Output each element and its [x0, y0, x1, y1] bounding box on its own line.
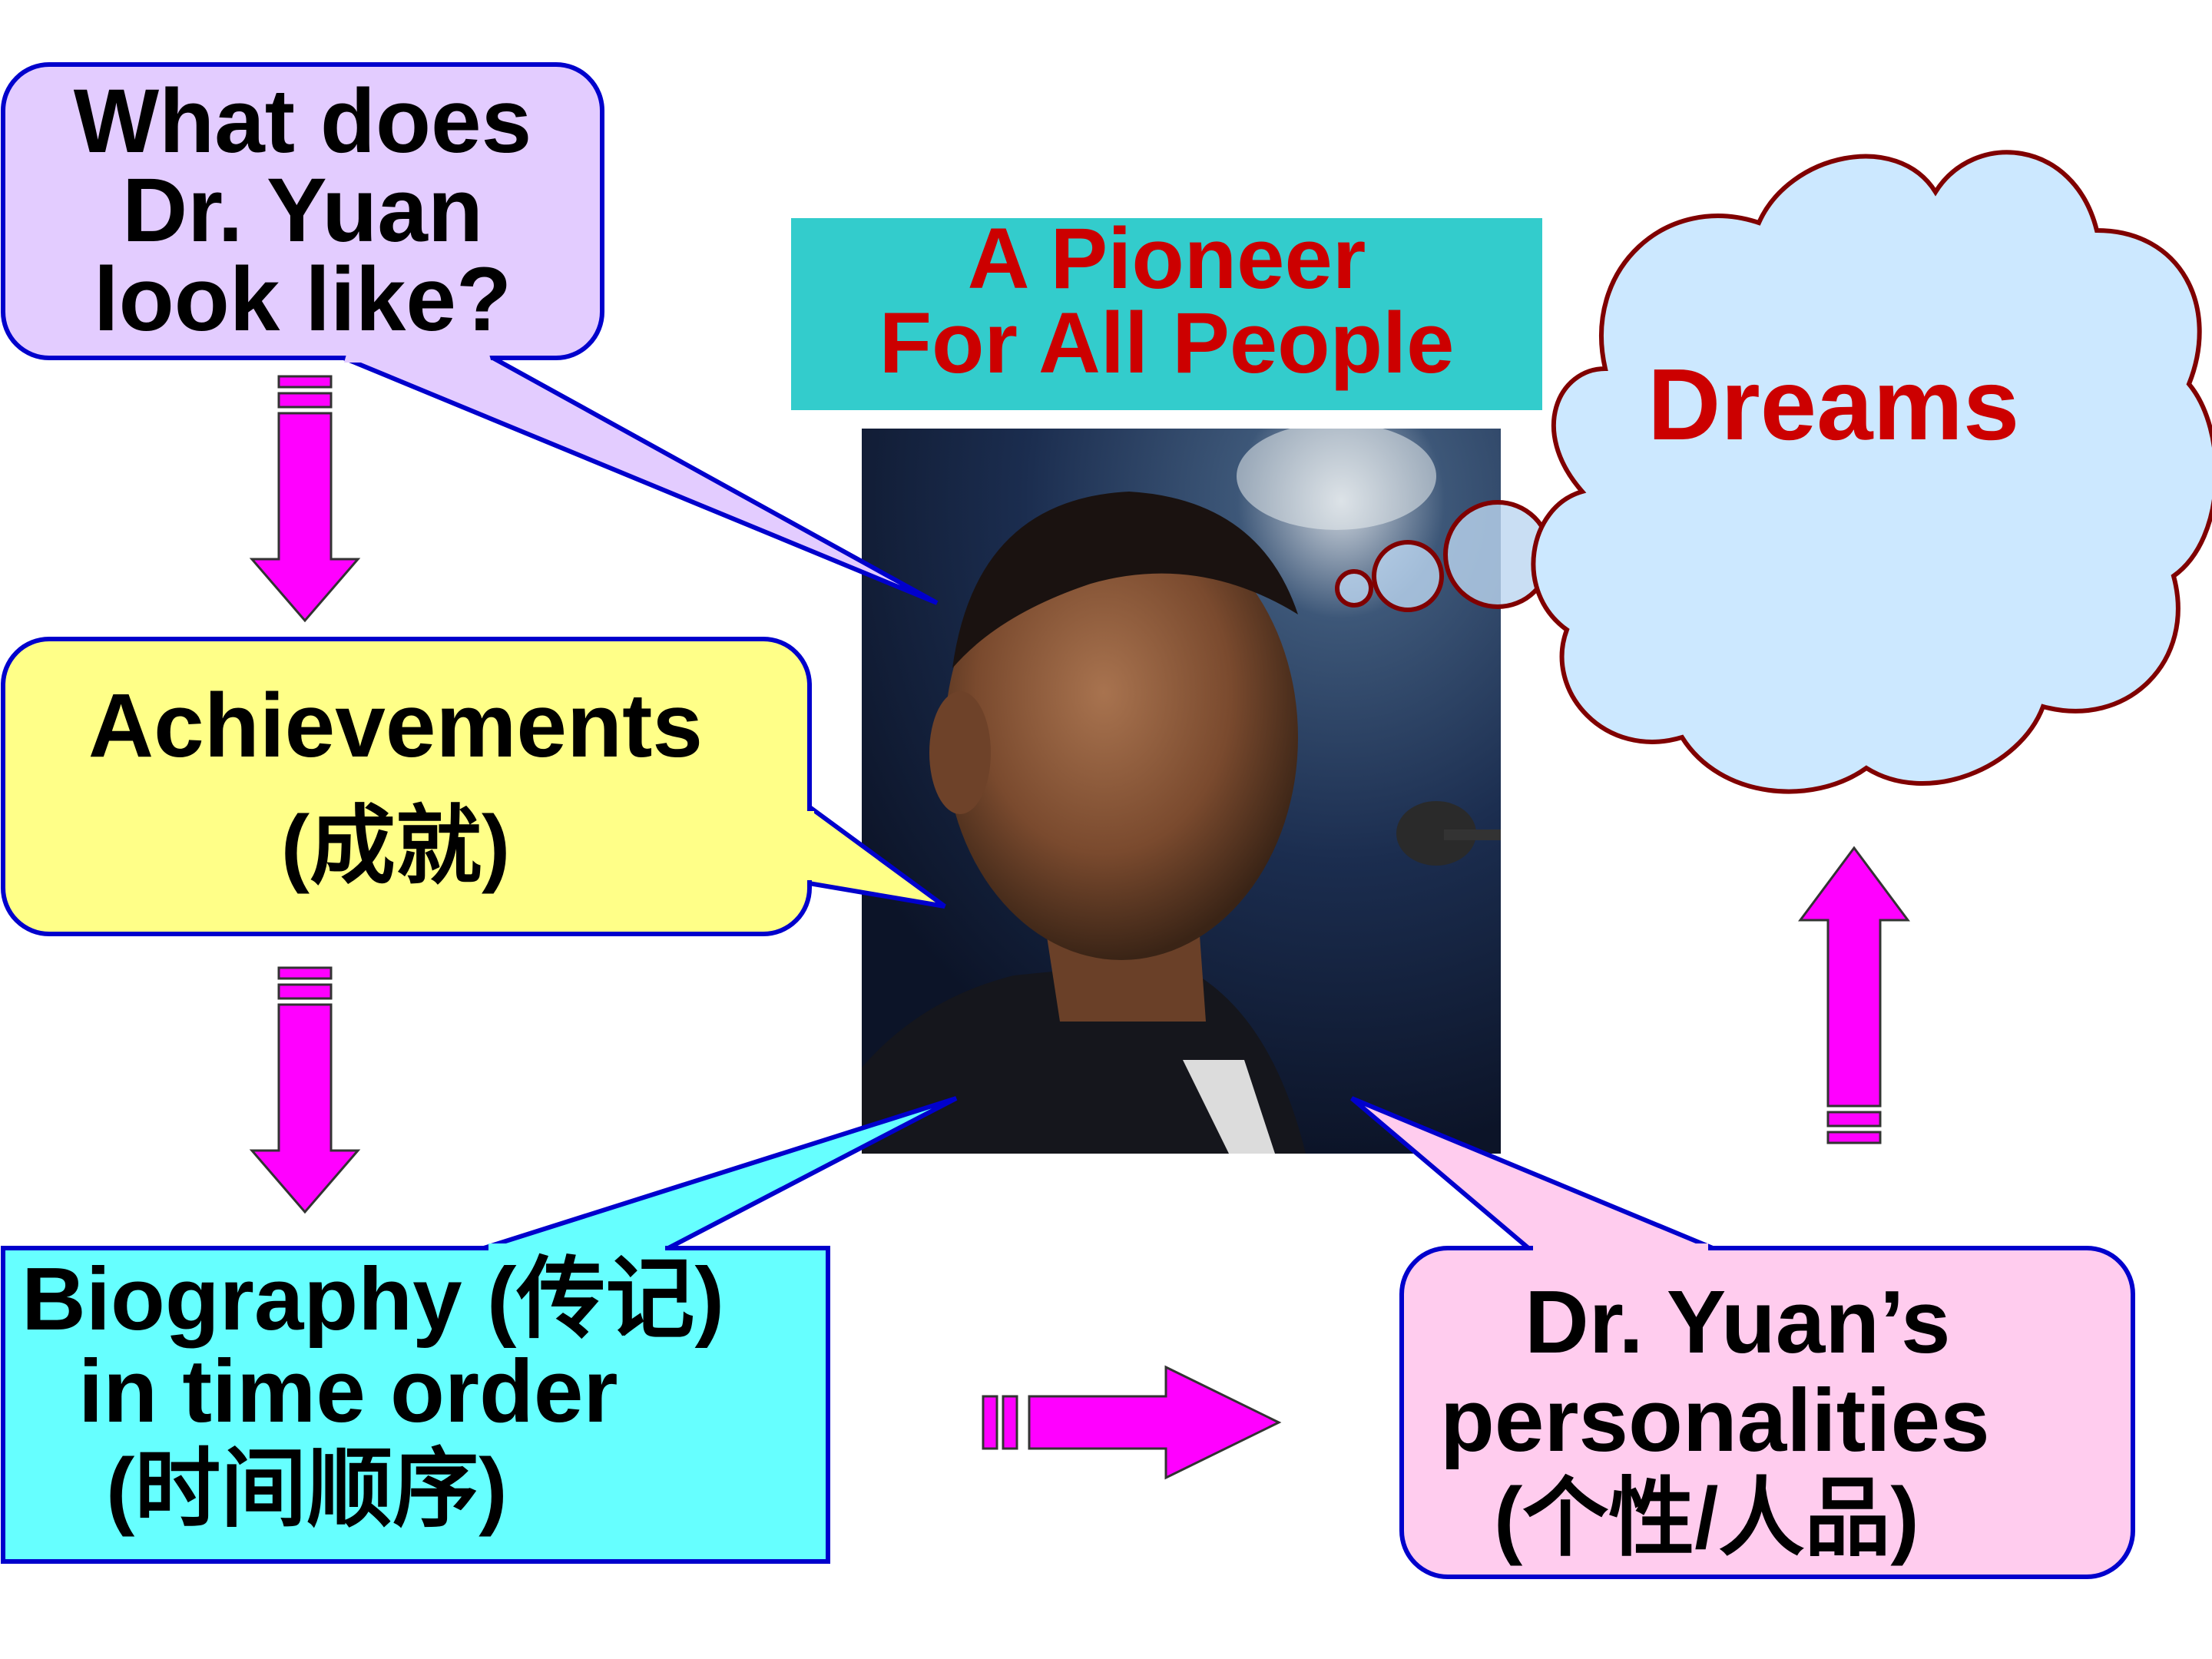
personalities-box	[1399, 1246, 2135, 1579]
title-line-2: For All People	[879, 295, 1455, 391]
title-line-1: A Pioneer	[967, 210, 1366, 306]
personalities-line-3: (个性/人品)	[1494, 1470, 1919, 1566]
arrow-achievements-to-biography	[249, 966, 361, 1214]
personalities-callout-pointer	[1350, 1096, 1714, 1250]
thought-bubble-medium	[1372, 540, 1444, 612]
title-banner	[791, 218, 1542, 410]
looks-box	[1, 62, 604, 360]
biography-box	[1, 1246, 830, 1564]
arrow-biography-to-personalities	[982, 1365, 1282, 1480]
dreams-label: Dreams	[1647, 348, 2020, 461]
biography-line-2: in time order	[78, 1341, 618, 1441]
achievements-line-2: (成就)	[280, 798, 511, 894]
biography-line-3: (时间顺序)	[106, 1441, 508, 1537]
portrait-photo	[862, 429, 1501, 1154]
personalities-line-2: personalities	[1440, 1370, 1990, 1470]
personalities-line-1: Dr. Yuan’s	[1525, 1272, 1951, 1372]
achievements-line-1: Achievements	[88, 675, 704, 777]
thought-bubble-small	[1335, 569, 1373, 608]
looks-line-3: look like?	[93, 249, 512, 350]
biography-line-1: Biography (传记)	[22, 1249, 725, 1349]
biography-callout-pointer	[483, 1096, 958, 1250]
dreams-cloud	[1531, 150, 2212, 794]
achievements-box	[1, 637, 812, 936]
arrow-looks-to-achievements	[249, 375, 361, 623]
arrow-personalities-to-dreams	[1798, 846, 1910, 1144]
looks-line-2: Dr. Yuan	[121, 160, 484, 261]
looks-line-1: What does	[73, 71, 532, 172]
